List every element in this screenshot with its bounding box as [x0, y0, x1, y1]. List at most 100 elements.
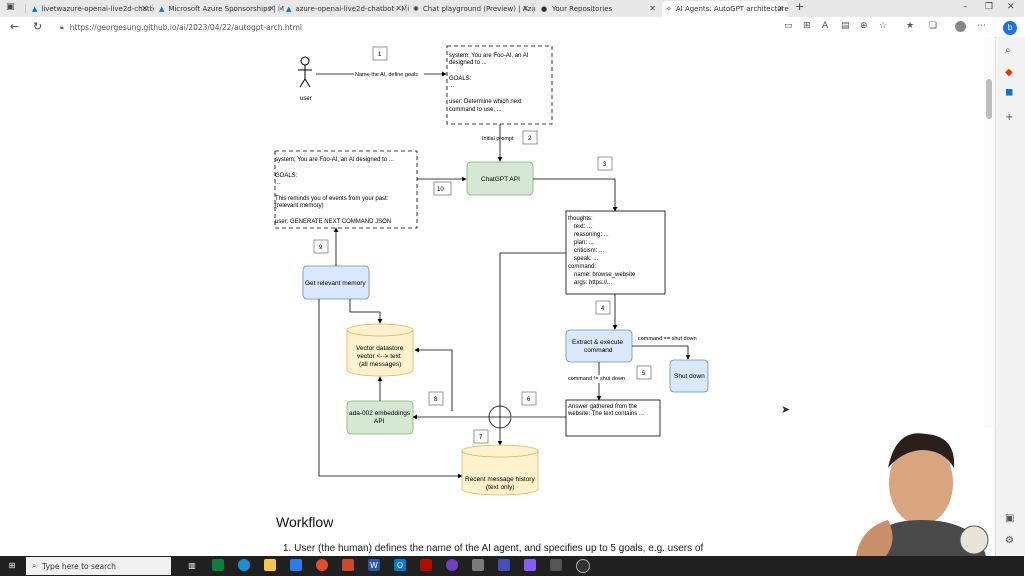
vector-datastore-label: Vector datastore: [356, 345, 404, 352]
favorites-icon[interactable]: ★: [906, 21, 915, 31]
initial-prompt-line: ...: [449, 83, 454, 89]
settings-gear-icon[interactable]: ⚙: [1005, 535, 1014, 546]
collections-icon[interactable]: ❏: [929, 21, 938, 31]
answer-line: Answer gathered from the: [568, 404, 638, 410]
user-actor-icon: [298, 56, 312, 88]
answer-box: [565, 399, 661, 437]
new-tab-icon[interactable]: +: [795, 0, 805, 13]
vector-datastore-node: [346, 323, 414, 377]
outlook-icon[interactable]: O: [394, 559, 406, 571]
tab-azure-sponsorships[interactable]: ▲ Microsoft Azure Sponsorships | M ✕: [155, 1, 284, 17]
shopping-icon[interactable]: ◆: [1005, 67, 1013, 78]
vector-datastore-label: vector <--> text: [357, 353, 401, 360]
tab-label: Microsoft Azure Sponsorships | M: [168, 5, 285, 13]
response-line: plan: ...: [574, 240, 594, 246]
app-icon[interactable]: [212, 559, 224, 571]
close-icon[interactable]: ✕: [649, 4, 656, 13]
step-number: 9: [319, 245, 323, 251]
close-icon[interactable]: ✕: [777, 4, 784, 13]
step-number: 5: [642, 371, 646, 377]
read-aloud-icon[interactable]: A: [822, 21, 829, 31]
github-desktop-icon[interactable]: [446, 559, 458, 571]
tab-chat-playground[interactable]: ✺ Chat playground (Preview) | Azu ✕: [409, 1, 536, 17]
embeddings-api-label: ada-002 embeddings: [349, 410, 411, 417]
edge-icon[interactable]: [238, 559, 250, 571]
tab-azure-openai-chatbot[interactable]: ▲ azure-openai-live2d-chatbot - Mi ✕: [282, 1, 409, 17]
extensions-icon[interactable]: ⊞: [803, 21, 811, 31]
memory-prompt-line: ...: [275, 180, 280, 186]
url-field[interactable]: 🔒︎ https://georgesung.github.io/ai/2023/…: [60, 19, 760, 35]
avatar[interactable]: [955, 21, 966, 32]
sidebar-toggle-icon[interactable]: ▣: [1005, 513, 1015, 524]
webcam-overlay: [826, 428, 995, 556]
memory-prompt-line: user: GENERATE NEXT COMMAND JSON: [275, 219, 391, 225]
zoom-icon[interactable]: ⊕: [860, 21, 868, 31]
minimize-icon[interactable]: –: [963, 2, 968, 12]
initial-prompt-line: command to use, ...: [449, 107, 502, 113]
memory-prompt-line: This reminds you of events from your pas…: [275, 196, 389, 202]
memory-prompt-line: GOALS:: [275, 173, 298, 179]
close-icon[interactable]: ✕: [141, 4, 148, 13]
search-icon[interactable]: ⌕: [1005, 45, 1011, 56]
tab-your-repositories[interactable]: ● Your Repositories ✕: [536, 1, 660, 17]
memory-prompt-box: [274, 150, 418, 229]
response-line: thoughts:: [568, 216, 593, 222]
close-icon[interactable]: ✕: [522, 4, 529, 13]
windows-start-icon[interactable]: ⊞: [8, 560, 16, 570]
close-window-icon[interactable]: ✕: [1007, 2, 1015, 12]
scroll-thumb[interactable]: [986, 79, 992, 119]
edge-label-command-neq-shutdown: command != shut down: [568, 376, 625, 382]
edge-label-command-eq-shutdown: command == shut down: [638, 336, 697, 342]
step-number: 2: [528, 136, 532, 142]
app-available-icon[interactable]: ▭: [784, 21, 793, 31]
response-line: args: https://...: [574, 280, 612, 286]
immersive-reader-icon[interactable]: ▤: [841, 21, 850, 31]
browser-tab-strip: ▣ ▲ livetwazure-openai-live2d-chatb ✕ ▲ …: [0, 0, 1024, 17]
app-icon[interactable]: [550, 559, 562, 571]
step-number: 8: [434, 397, 438, 403]
app-icon[interactable]: [290, 559, 302, 571]
close-icon[interactable]: ✕: [268, 4, 275, 13]
file-explorer-icon[interactable]: [264, 559, 276, 571]
step-number: 7: [479, 435, 483, 441]
page-scrollbar[interactable]: [984, 37, 994, 556]
favorite-icon[interactable]: ☆: [879, 21, 888, 31]
initial-prompt-line: GOALS:: [449, 76, 472, 82]
task-view-icon[interactable]: ▥: [188, 560, 196, 570]
more-icon[interactable]: ⋯: [977, 21, 986, 31]
embeddings-api-label: API: [374, 418, 385, 425]
teams-icon[interactable]: [498, 559, 510, 571]
obs-icon[interactable]: [576, 559, 590, 573]
page-content: user Name the AI, define goals 1 system:…: [0, 37, 984, 556]
maximize-icon[interactable]: ❐: [985, 2, 994, 12]
step-number: 3: [603, 162, 607, 168]
chrome-icon[interactable]: [316, 559, 328, 571]
mouse-cursor-icon: ➤: [781, 403, 791, 416]
word-icon[interactable]: W: [368, 559, 380, 571]
response-line: speak: ...: [574, 256, 599, 262]
tab-label: Your Repositories: [552, 5, 613, 13]
powerpoint-icon[interactable]: [342, 559, 354, 571]
tab-livetwazure[interactable]: ▲ livetwazure-openai-live2d-chatb ✕: [28, 1, 154, 17]
acrobat-icon[interactable]: [420, 559, 432, 571]
window-menu-icon[interactable]: ▣: [6, 2, 15, 12]
add-icon[interactable]: +: [1005, 112, 1014, 123]
windows-taskbar: ⊞ ⌕ Type here to search ▥ W O: [0, 556, 1024, 576]
response-line: text: ...: [574, 224, 592, 230]
address-bar: ← ↻ 🔒︎ https://georgesung.github.io/ai/2…: [0, 17, 1024, 38]
page-icon: ✧: [666, 5, 672, 13]
vector-datastore-label: (all messages): [359, 361, 401, 368]
bing-icon[interactable]: b: [1003, 21, 1017, 35]
message-history-node: [461, 444, 539, 496]
app-icon[interactable]: [472, 559, 484, 571]
outlook-icon[interactable]: ◼: [1005, 87, 1014, 98]
app-icon[interactable]: [524, 559, 536, 571]
taskbar-search-box[interactable]: ⌕ Type here to search: [26, 557, 171, 575]
close-icon[interactable]: ✕: [395, 4, 402, 13]
tab-autogpt-architecture[interactable]: ✧ AI Agents: AutoGPT architecture ✕: [662, 1, 789, 17]
back-icon[interactable]: ←: [10, 20, 20, 33]
shut-down-label: Shut down: [674, 373, 705, 380]
workflow-step-1: 1. User (the human) defines the name of …: [283, 543, 704, 554]
refresh-icon[interactable]: ↻: [33, 20, 43, 33]
step-number: 10: [437, 187, 444, 193]
